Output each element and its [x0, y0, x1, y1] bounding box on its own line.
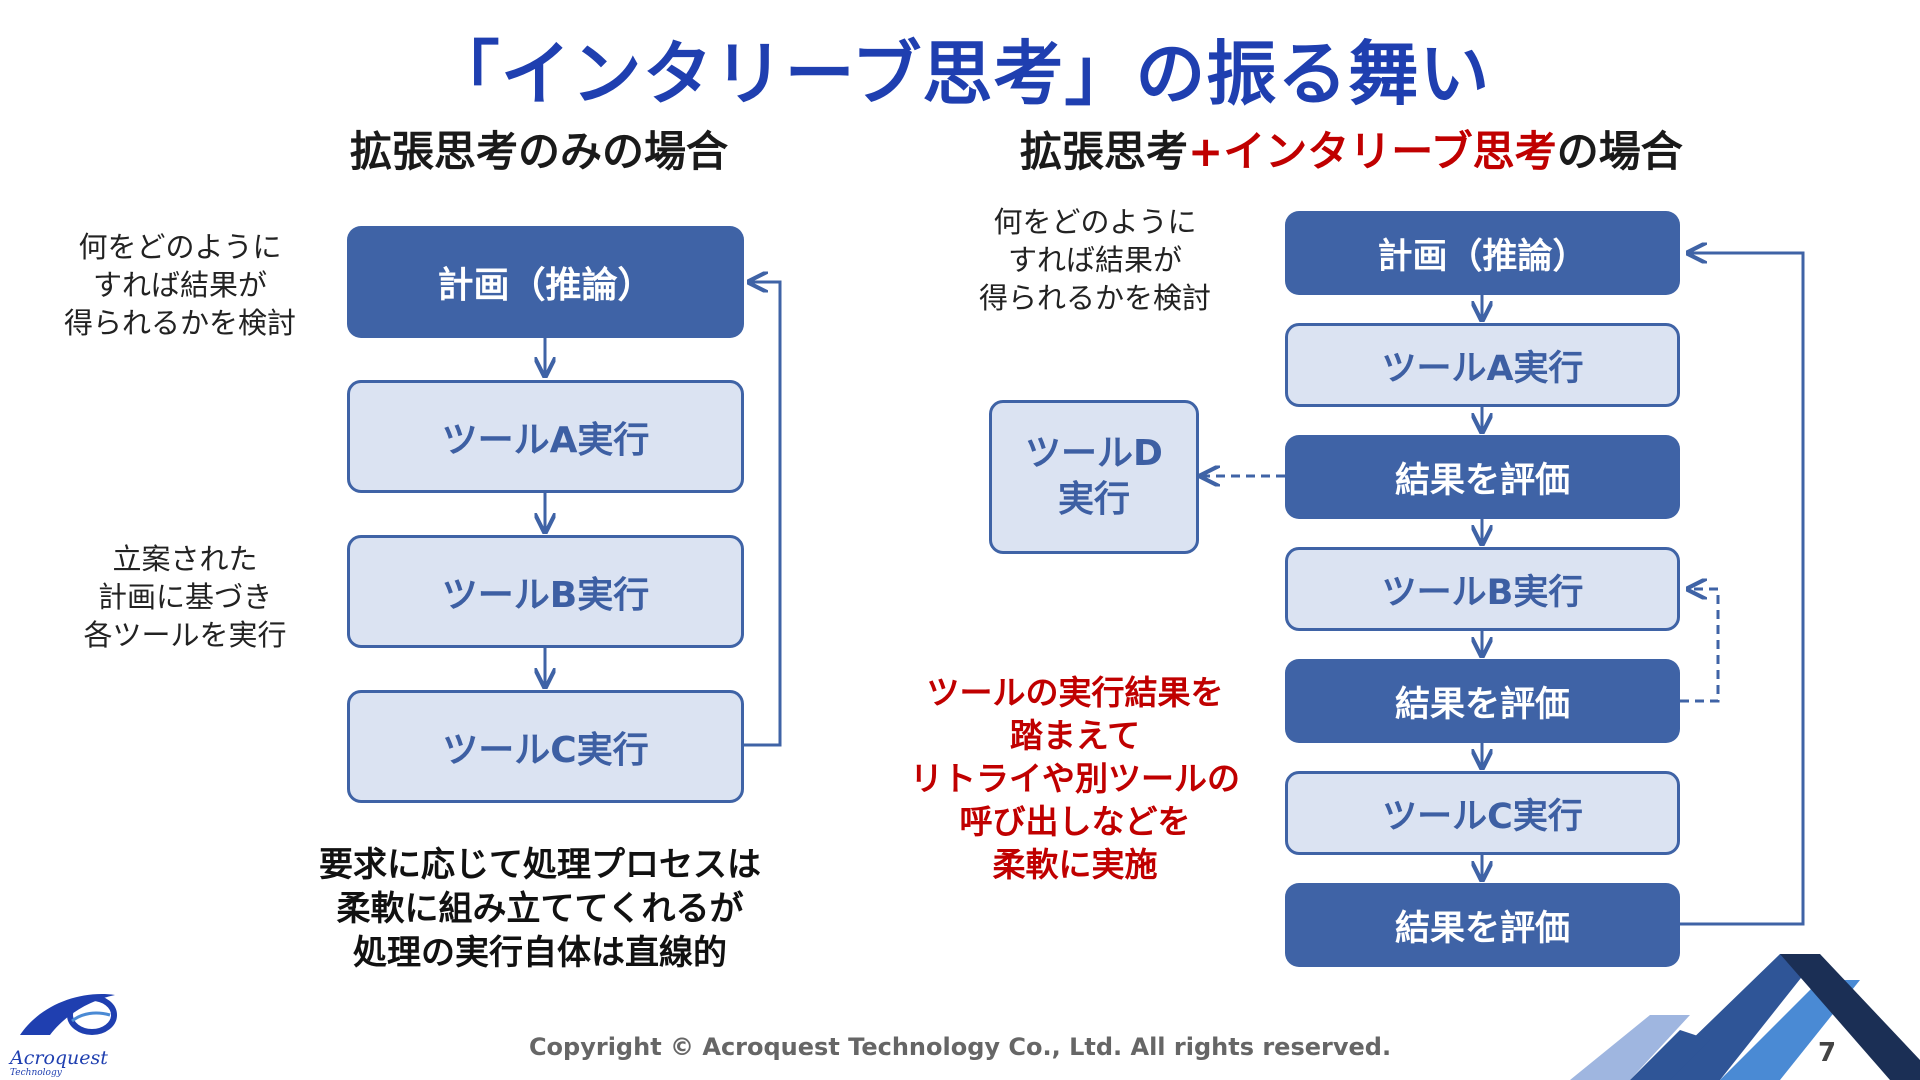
copyright-text: Copyright © Acroquest Technology Co., Lt…	[528, 1033, 1392, 1061]
right-box-evaluate-1: 結果を評価	[1285, 435, 1680, 519]
left-box-tool-c: ツールC実行	[347, 690, 744, 803]
left-note-plan: 何をどのように すれば結果が 得られるかを検討	[63, 230, 296, 340]
right-heading-part1: 拡張思考	[1020, 127, 1189, 176]
company-logo: Acroquest Technology	[10, 985, 130, 1078]
dashed-retry-arrow	[1680, 589, 1720, 703]
slide-title: 「インタリーブ思考」の振る舞い	[429, 33, 1491, 115]
logo-sub: Technology	[10, 1068, 62, 1078]
right-box-tool-c: ツールC実行	[1285, 771, 1680, 855]
left-box-tool-a: ツールA実行	[347, 380, 744, 493]
right-loop-arrow	[1680, 253, 1805, 926]
left-box-plan: 計画（推論）	[347, 226, 744, 338]
right-box-plan: 計画（推論）	[1285, 211, 1680, 295]
left-loop-arrow	[744, 282, 782, 747]
logo-name: Acroquest	[10, 1047, 108, 1069]
right-heading-highlight: +インタリーブ思考	[1188, 127, 1557, 176]
corner-decoration	[1570, 954, 1920, 1080]
right-box-evaluate-3: 結果を評価	[1285, 883, 1680, 967]
left-note-execute: 立案された 計画に基づき 各ツールを実行	[83, 542, 287, 652]
right-heading-part2: の場合	[1556, 127, 1683, 176]
right-note-plan: 何をどのように すれば結果が 得られるかを検討	[978, 205, 1211, 315]
logo-swirl-icon	[20, 994, 117, 1035]
right-box-evaluate-2: 結果を評価	[1285, 659, 1680, 743]
left-summary: 要求に応じて処理プロセスは 柔軟に組み立ててくれるが 処理の実行自体は直線的	[319, 845, 761, 973]
right-box-tool-b: ツールB実行	[1285, 547, 1680, 631]
left-heading: 拡張思考のみの場合	[350, 127, 729, 176]
left-box-tool-b: ツールB実行	[347, 535, 744, 648]
page-number: 7	[1818, 1038, 1837, 1068]
right-box-tool-a: ツールA実行	[1285, 323, 1680, 407]
right-red-note: ツールの実行結果を 踏まえて リトライや別ツールの 呼び出しなどを 柔軟に実施	[910, 673, 1240, 884]
right-heading: 拡張思考+インタリーブ思考の場合	[1020, 118, 1683, 179]
right-box-tool-d: ツールD 実行	[989, 400, 1199, 554]
